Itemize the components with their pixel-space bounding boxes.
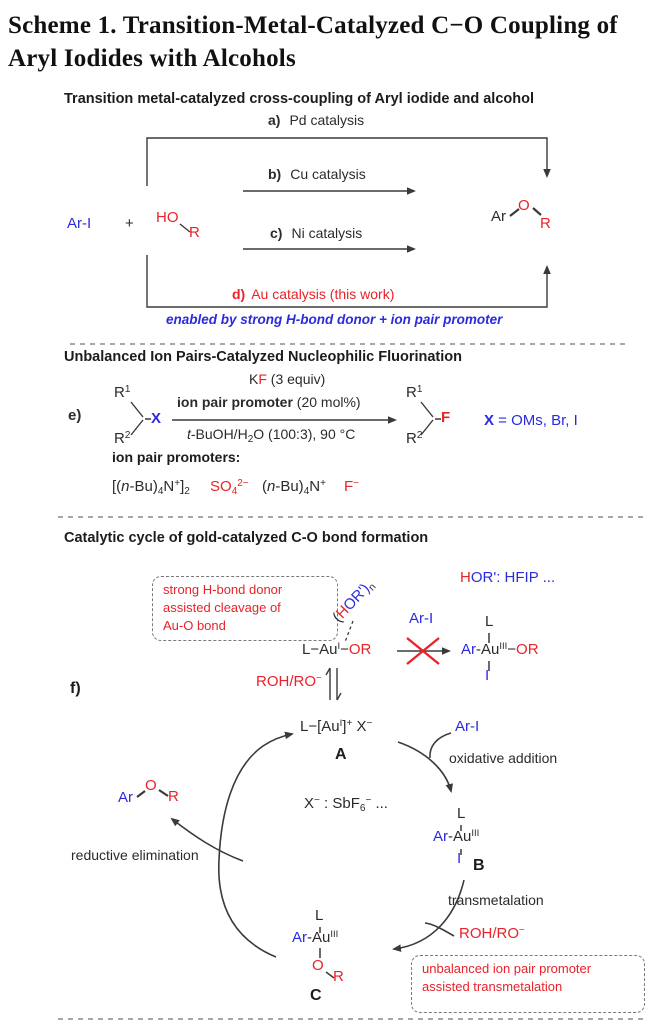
complex-b-iodide: I	[457, 850, 462, 867]
product-ar: Ar	[491, 208, 506, 225]
promoters-label: ion pair promoters:	[112, 449, 241, 465]
path-b-letter: b)	[268, 166, 282, 182]
hfip-note: HOR': HFIP ...	[460, 569, 556, 586]
path-a-text: Pd catalysis	[289, 112, 365, 128]
condition-promoter: ion pair promoter (20 mol%)	[177, 394, 361, 410]
promoter-sulfate: SO42−	[210, 478, 249, 497]
panel1-header: Transition metal-catalyzed cross-couplin…	[64, 91, 534, 107]
path-a-label: a) Pd catalysis	[268, 113, 364, 127]
hbond-note-line3: Au-O bond	[163, 617, 226, 633]
panel3-header: Catalytic cycle of gold-catalyzed C-O bo…	[64, 530, 429, 546]
aur-ligand-l: L	[485, 613, 494, 630]
oxidative-addition-label: oxidative addition	[449, 750, 558, 766]
roh-equilibrium: ROH/RO−	[256, 673, 322, 690]
cycle-product-r: R	[168, 788, 179, 805]
product-bonds	[420, 401, 441, 436]
promoter-fluoride: F−	[344, 478, 360, 495]
hbond-note-line1: strong H-bond donor	[163, 582, 283, 597]
section-dividers	[58, 343, 646, 1020]
promoter-ammonium-sulfate-cation: [(n-Bu)4N+]2	[112, 478, 190, 497]
product-r2: R2	[406, 430, 423, 447]
reductive-elimination-label: reductive elimination	[71, 847, 199, 863]
complex-b-label: B	[473, 857, 485, 874]
hbond-note-box: strong H-bond donor assisted cleavage of…	[152, 576, 338, 641]
path-c-text: Ni catalysis	[291, 225, 363, 241]
reaction-e-label: e)	[68, 407, 82, 424]
hbond-dashed-connector	[344, 620, 354, 643]
condition-kf: KF (3 equiv)	[249, 371, 326, 387]
scheme-title-line2: Aryl Iodides with Alcohols	[8, 44, 296, 72]
aur-iodide: I	[485, 667, 490, 684]
transmetalation-label: transmetalation	[448, 892, 544, 908]
ion-pair-note-line2: assisted transmetalation	[422, 978, 563, 994]
product-r1: R1	[406, 384, 423, 401]
path-b-text: Cu catalysis	[290, 166, 366, 182]
hook-roh	[424, 922, 455, 937]
gold-alkoxide-complex: L−AuI−OR	[302, 641, 372, 658]
cycle-arc-into-a	[217, 731, 294, 958]
panel1-note: enabled by strong H-bond donor + ion pai…	[166, 312, 503, 327]
product-f: F	[441, 409, 451, 426]
reactant-aryl-iodide: Ar-I	[67, 215, 92, 232]
cycle-arc-b-to-c	[392, 879, 465, 952]
reactant-alcohol-ho: HO	[156, 209, 179, 226]
substrate-x: X	[151, 410, 162, 427]
plus-sign: +	[125, 215, 134, 232]
path-c-label: c) Ni catalysis	[270, 226, 362, 240]
complex-c-label: C	[310, 987, 322, 1004]
panel1-arrows	[146, 137, 551, 308]
reaction-f-label: f)	[70, 680, 81, 697]
scheme-title-line1: Scheme 1. Transition-Metal-Catalyzed C−O…	[8, 12, 618, 39]
cycle-product-o: O	[145, 777, 157, 794]
x-definition: X = OMs, Br, I	[484, 412, 578, 429]
counterion-note: X− : SbF6− ...	[304, 795, 388, 814]
aur-complex-row: Ar-AuIII−OR	[461, 641, 539, 658]
product-o: O	[518, 197, 530, 214]
reactant-alcohol-r: R	[189, 224, 200, 241]
path-d-text: Au catalysis (this work)	[251, 286, 395, 302]
equilibrium-arrows-icon	[325, 667, 342, 701]
hbond-note-line2: assisted cleavage of	[163, 599, 281, 615]
cycle-product-ar: Ar	[118, 789, 133, 806]
substrate-r2: R2	[114, 430, 131, 447]
path-c-letter: c)	[270, 225, 283, 241]
blocked-cross-icon	[406, 637, 440, 665]
roh-transmetalation: ROH/RO−	[459, 925, 525, 942]
complex-a-formula: L−[AuI]+ X−	[300, 718, 373, 735]
ion-pair-note-line1: unbalanced ion pair promoter	[422, 961, 592, 976]
complex-b-ligand-l: L	[457, 805, 466, 822]
complex-c-r: R	[333, 968, 344, 985]
condition-solvent: t-BuOH/H2O (100:3), 90 °C	[187, 426, 356, 445]
complex-a-label: A	[335, 746, 347, 763]
complex-c-o: O	[312, 957, 324, 974]
aryl-iodide-blocked: Ar-I	[409, 610, 434, 627]
panel2-header: Unbalanced Ion Pairs-Catalyzed Nucleophi…	[64, 349, 463, 365]
complex-c-ligand-l: L	[315, 907, 324, 924]
complex-c-row: Ar-AuIII	[292, 929, 339, 946]
path-a-letter: a)	[268, 112, 281, 128]
hook-aryl-iodide	[429, 732, 452, 759]
scheme-title: Scheme 1. Transition-Metal-Catalyzed C−O…	[8, 10, 618, 75]
complex-b-row: Ar-AuIII	[433, 828, 480, 845]
path-d-letter: d)	[232, 286, 246, 302]
aryl-iodide-oxidative: Ar-I	[455, 718, 480, 735]
substrate-bonds	[130, 401, 151, 436]
path-d-label: d) Au catalysis (this work)	[232, 287, 394, 301]
product-r: R	[540, 215, 551, 232]
cycle-arc-a-to-b	[397, 741, 453, 793]
ion-pair-note-box: unbalanced ion pair promoter assisted tr…	[411, 955, 645, 1013]
substrate-r1: R1	[114, 384, 131, 401]
path-b-label: b) Cu catalysis	[268, 167, 366, 181]
promoter-ammonium-cation: (n-Bu)4N+	[262, 478, 326, 497]
